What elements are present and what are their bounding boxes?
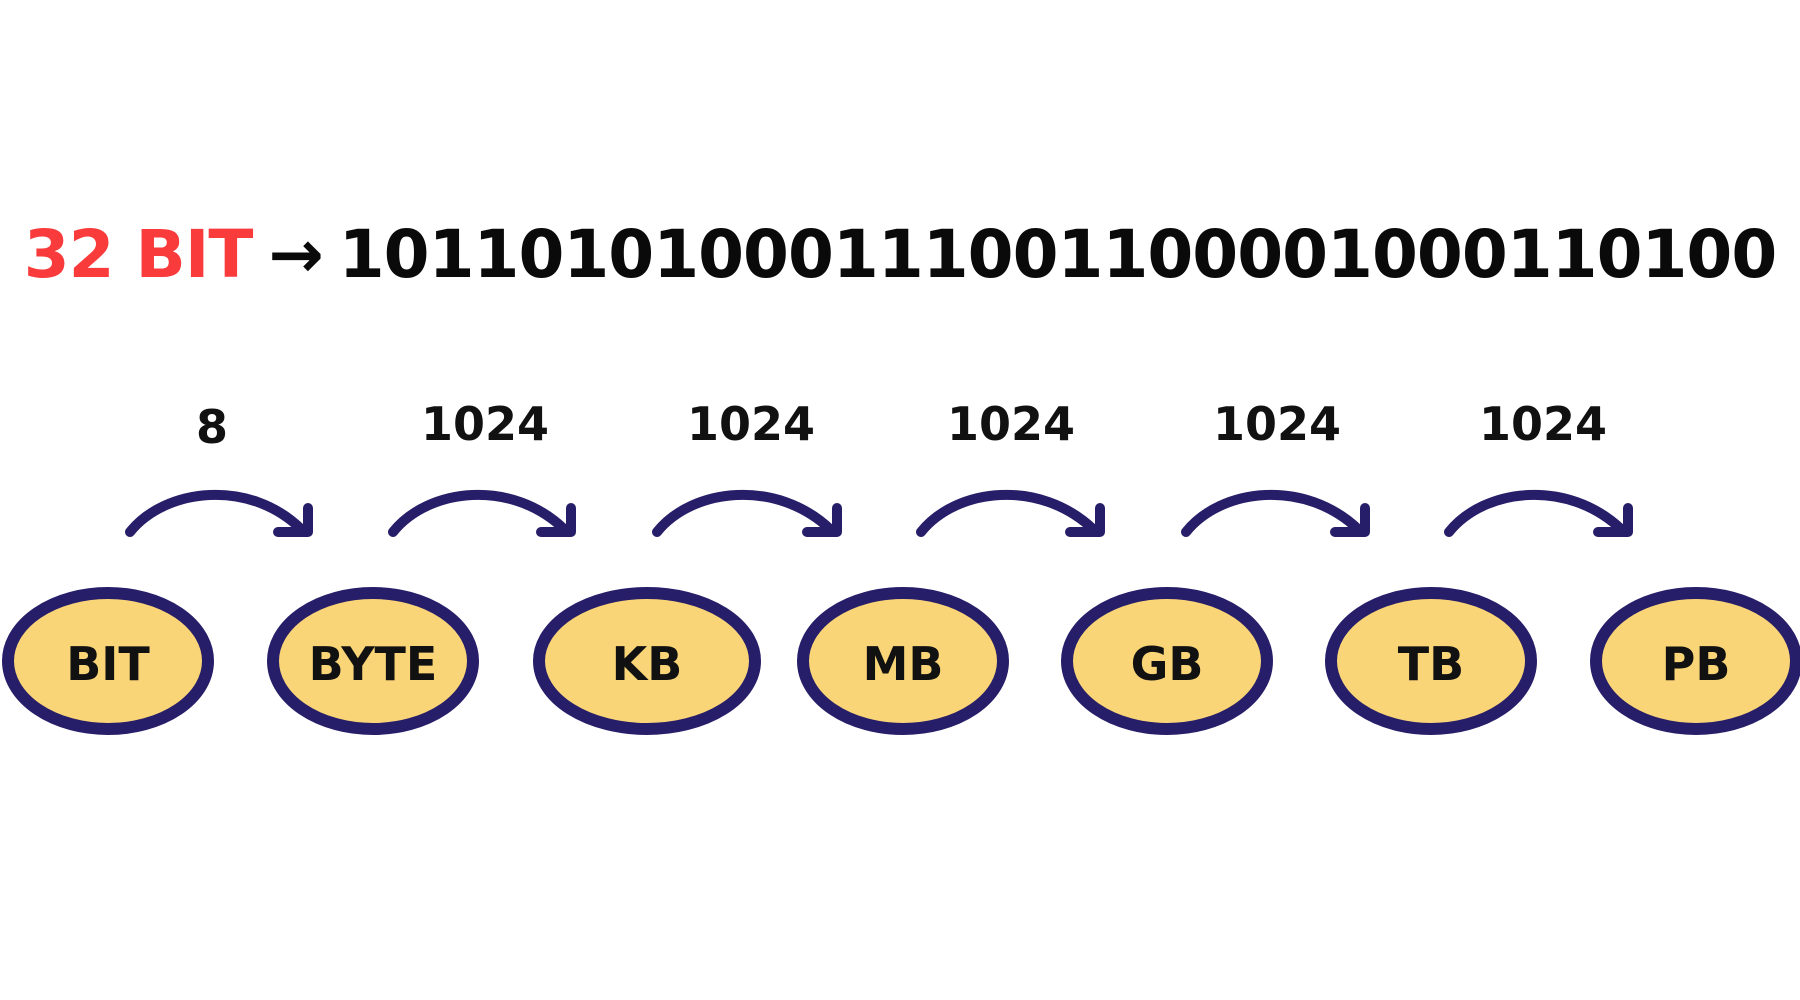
unit-bubble-kb: KB bbox=[533, 587, 761, 735]
unit-bubble-shape bbox=[533, 587, 761, 735]
conversion-arrow-icon bbox=[652, 489, 842, 537]
factor-label: 1024 bbox=[421, 397, 549, 451]
unit-bubble-shape bbox=[797, 587, 1009, 735]
conversion-step-5: 1024 bbox=[1181, 397, 1370, 537]
unit-label: GB bbox=[1131, 637, 1204, 691]
unit-bubble-gb: GB bbox=[1061, 587, 1273, 735]
conversion-step-2: 1024 bbox=[388, 397, 576, 537]
conversion-step-3: 1024 bbox=[652, 397, 842, 537]
conversion-step-6: 1024 bbox=[1444, 397, 1633, 537]
unit-label: KB bbox=[612, 637, 683, 691]
unit-label: BYTE bbox=[309, 637, 438, 691]
unit-bubble-shape bbox=[2, 587, 214, 735]
headline-arrow-icon: → bbox=[268, 216, 323, 293]
unit-bubble-shape bbox=[1325, 587, 1537, 735]
unit-bubble-bit: BIT bbox=[2, 587, 214, 735]
unit-bubble-byte: BYTE bbox=[267, 587, 479, 735]
factor-label: 1024 bbox=[1479, 397, 1607, 451]
conversion-arrow-icon bbox=[388, 489, 576, 537]
unit-bubble-shape bbox=[267, 587, 479, 735]
factor-label: 1024 bbox=[687, 397, 815, 451]
conversion-arrow-icon bbox=[1181, 489, 1370, 537]
conversion-arrow-icon bbox=[916, 489, 1105, 537]
unit-label: TB bbox=[1398, 637, 1464, 691]
conversion-steps: 8 1024 1024 1024 1024 1024 bbox=[125, 397, 1633, 537]
unit-bubble-pb: PB bbox=[1590, 587, 1800, 735]
unit-label: BIT bbox=[66, 637, 150, 691]
factor-label: 1024 bbox=[1213, 397, 1341, 451]
unit-bubble-shape bbox=[1590, 587, 1800, 735]
headline-bits: 10110101000111001100001000110100 bbox=[338, 216, 1778, 293]
unit-bubble-tb: TB bbox=[1325, 587, 1537, 735]
conversion-arrow-icon bbox=[1444, 489, 1633, 537]
factor-label: 1024 bbox=[947, 397, 1075, 451]
unit-label: MB bbox=[863, 637, 944, 691]
headline-lead: 32 BIT bbox=[23, 216, 254, 293]
factor-label: 8 bbox=[196, 400, 228, 454]
unit-bubble-shape bbox=[1061, 587, 1273, 735]
conversion-step-1: 8 bbox=[125, 400, 313, 537]
unit-bubbles: BIT BYTE KB MB GB TB PB bbox=[2, 587, 1800, 735]
unit-bubble-mb: MB bbox=[797, 587, 1009, 735]
conversion-arrow-icon bbox=[125, 489, 313, 537]
conversion-step-4: 1024 bbox=[916, 397, 1105, 537]
unit-label: PB bbox=[1662, 637, 1731, 691]
headline: 32 BIT→10110101000111001100001000110100 bbox=[0, 205, 1800, 305]
